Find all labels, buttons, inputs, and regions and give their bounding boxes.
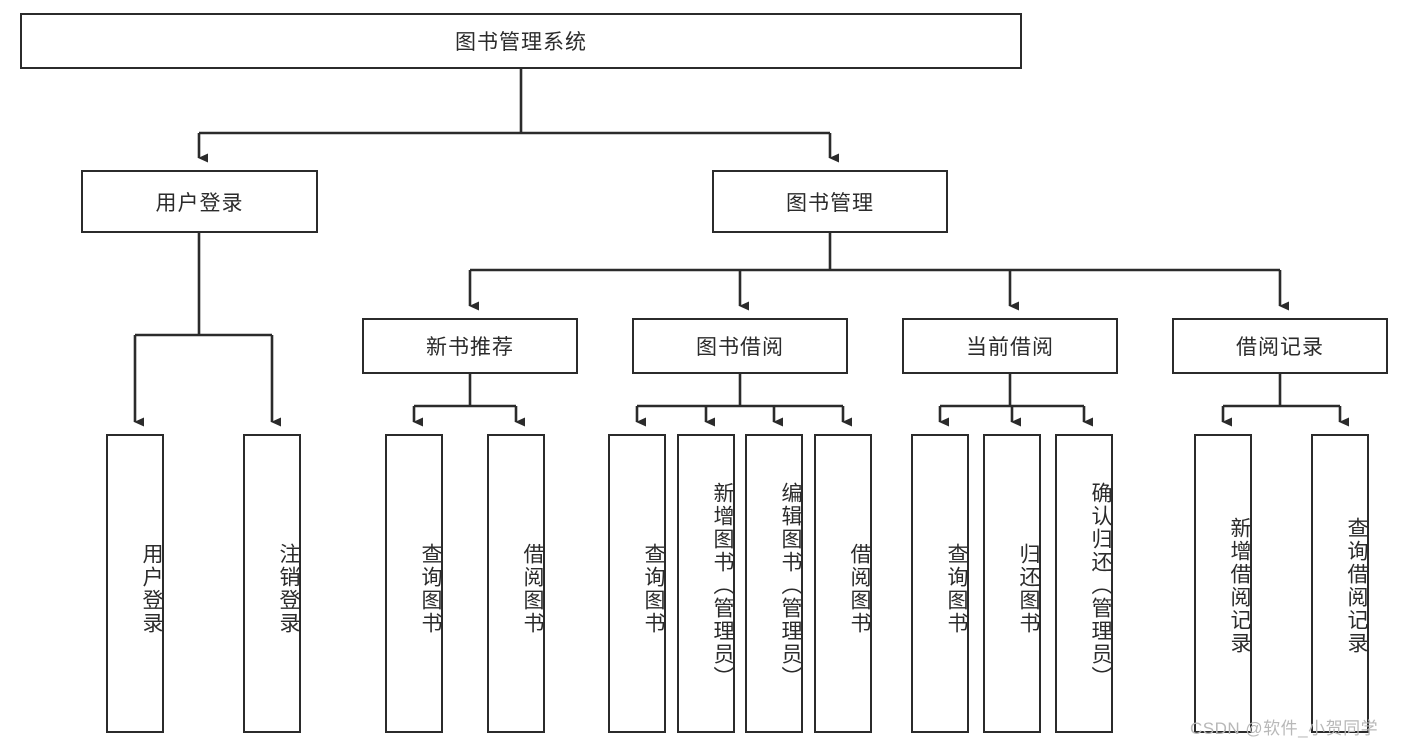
node-borrow-record[interactable]: 借阅记录 bbox=[1172, 318, 1388, 374]
node-leaf-edit-book-label: 编辑图书（管理员） bbox=[779, 482, 802, 689]
node-leaf-edit-book[interactable]: 编辑图书（管理员） bbox=[745, 434, 803, 733]
node-user-login[interactable]: 用户登录 bbox=[81, 170, 318, 233]
node-leaf-query-borrow-record-label: 查询借阅记录 bbox=[1345, 516, 1368, 655]
node-leaf-borrow-book-label: 借阅图书 bbox=[848, 542, 871, 635]
node-leaf-return-book[interactable]: 归还图书 bbox=[983, 434, 1041, 733]
node-borrow-record-label: 借阅记录 bbox=[1236, 336, 1324, 359]
node-leaf-logout-label: 注销登录 bbox=[277, 542, 300, 635]
node-leaf-query-book-recommend-label: 查询图书 bbox=[419, 542, 442, 635]
node-leaf-borrow-book-recommend[interactable]: 借阅图书 bbox=[487, 434, 545, 733]
node-leaf-user-login[interactable]: 用户登录 bbox=[106, 434, 164, 733]
node-leaf-add-book-label: 新增图书（管理员） bbox=[711, 482, 734, 689]
node-leaf-borrow-book[interactable]: 借阅图书 bbox=[814, 434, 872, 733]
node-new-book-recommend[interactable]: 新书推荐 bbox=[362, 318, 578, 374]
node-leaf-borrow-book-recommend-label: 借阅图书 bbox=[521, 542, 544, 635]
node-leaf-logout[interactable]: 注销登录 bbox=[243, 434, 301, 733]
node-leaf-confirm-return[interactable]: 确认归还（管理员） bbox=[1055, 434, 1113, 733]
node-leaf-confirm-return-label: 确认归还（管理员） bbox=[1089, 482, 1112, 689]
node-book-management[interactable]: 图书管理 bbox=[712, 170, 948, 233]
node-leaf-query-book-current[interactable]: 查询图书 bbox=[911, 434, 969, 733]
node-leaf-add-borrow-record-label: 新增借阅记录 bbox=[1228, 516, 1251, 655]
node-current-borrow[interactable]: 当前借阅 bbox=[902, 318, 1118, 374]
node-leaf-add-borrow-record[interactable]: 新增借阅记录 bbox=[1194, 434, 1252, 733]
node-leaf-query-book-recommend[interactable]: 查询图书 bbox=[385, 434, 443, 733]
node-leaf-query-book-borrow[interactable]: 查询图书 bbox=[608, 434, 666, 733]
node-leaf-add-book[interactable]: 新增图书（管理员） bbox=[677, 434, 735, 733]
node-root-label: 图书管理系统 bbox=[455, 31, 587, 54]
node-user-login-label: 用户登录 bbox=[155, 191, 244, 215]
node-leaf-return-book-label: 归还图书 bbox=[1017, 542, 1040, 635]
node-leaf-user-login-label: 用户登录 bbox=[140, 542, 163, 635]
node-leaf-query-borrow-record[interactable]: 查询借阅记录 bbox=[1311, 434, 1369, 733]
node-leaf-query-book-current-label: 查询图书 bbox=[945, 542, 968, 635]
node-new-book-recommend-label: 新书推荐 bbox=[426, 336, 514, 359]
node-current-borrow-label: 当前借阅 bbox=[966, 336, 1054, 359]
node-book-management-label: 图书管理 bbox=[786, 191, 874, 215]
node-book-borrow-label: 图书借阅 bbox=[696, 336, 784, 359]
node-book-borrow[interactable]: 图书借阅 bbox=[632, 318, 848, 374]
node-leaf-query-book-borrow-label: 查询图书 bbox=[642, 542, 665, 635]
csdn-watermark: CSDN @软件_小贺同学 bbox=[1190, 719, 1379, 738]
node-root[interactable]: 图书管理系统 bbox=[20, 13, 1022, 69]
